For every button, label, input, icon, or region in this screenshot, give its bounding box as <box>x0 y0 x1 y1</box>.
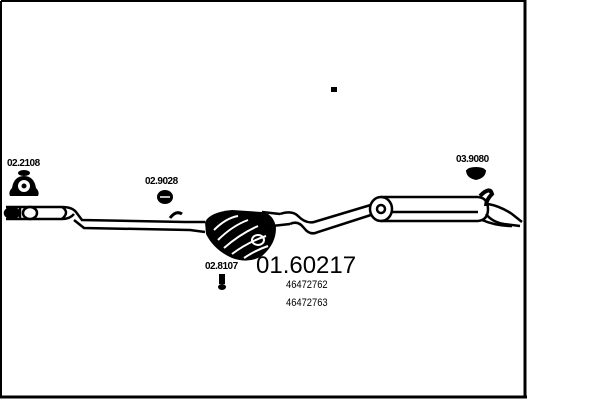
accessory-label-front-hanger[interactable]: 02.2108 <box>7 158 40 169</box>
diagram-frame <box>0 0 527 399</box>
rubber-ring-icon[interactable] <box>157 190 173 204</box>
accessory-label-middle-hanger[interactable]: 02.9028 <box>145 176 178 187</box>
oe-number: 46472762 <box>286 279 328 291</box>
catalytic-converter[interactable] <box>205 210 291 261</box>
main-part-number[interactable]: 01.60217 <box>256 252 357 279</box>
accessory-label-bolt[interactable]: 02.8107 <box>205 261 238 272</box>
bolt-icon[interactable] <box>218 274 226 290</box>
middle-pipe[interactable] <box>279 202 375 235</box>
front-pipe[interactable] <box>3 205 206 234</box>
rear-silencer[interactable] <box>368 188 523 228</box>
rubber-mount-icon[interactable] <box>466 167 486 180</box>
oe-number: 46472763 <box>286 297 328 309</box>
rubber-mount-icon[interactable] <box>9 170 39 196</box>
marker-dot <box>331 87 337 92</box>
accessory-label-rear-hanger[interactable]: 03.9080 <box>456 154 489 165</box>
